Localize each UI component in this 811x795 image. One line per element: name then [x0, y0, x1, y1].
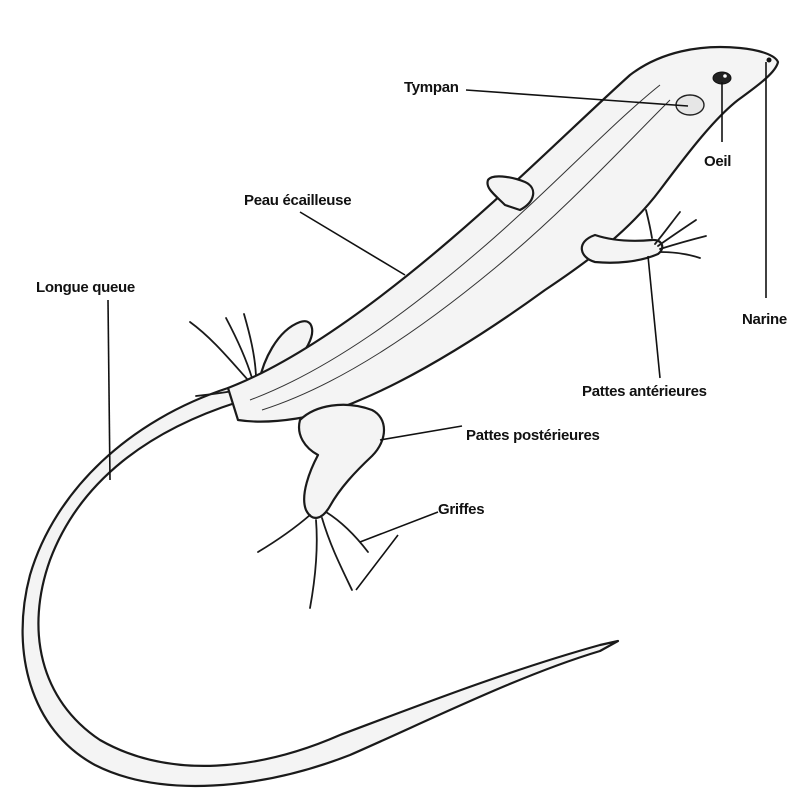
lizard-hind-leg-right: [299, 405, 384, 518]
label-pattes-anterieures: Pattes antérieures: [582, 383, 707, 400]
eye-highlight: [723, 74, 727, 78]
leader-griffes-1: [360, 512, 438, 542]
label-pattes-posterieures: Pattes postérieures: [466, 427, 600, 444]
leader-peau: [300, 212, 405, 275]
hind-right-toes: [258, 512, 368, 608]
label-griffes: Griffes: [438, 501, 484, 518]
leader-pattes-post: [380, 426, 462, 440]
label-oeil: Oeil: [704, 153, 731, 170]
leader-queue: [108, 300, 110, 480]
leader-pattes-ant: [648, 256, 660, 378]
label-narine: Narine: [742, 311, 787, 328]
nostril-shape: [767, 58, 772, 63]
label-longue-queue: Longue queue: [36, 279, 135, 296]
lizard-front-leg-right: [582, 235, 662, 263]
leader-griffes-2: [356, 535, 398, 590]
label-tympan: Tympan: [404, 79, 459, 96]
label-peau-ecailleuse: Peau écailleuse: [244, 192, 351, 209]
